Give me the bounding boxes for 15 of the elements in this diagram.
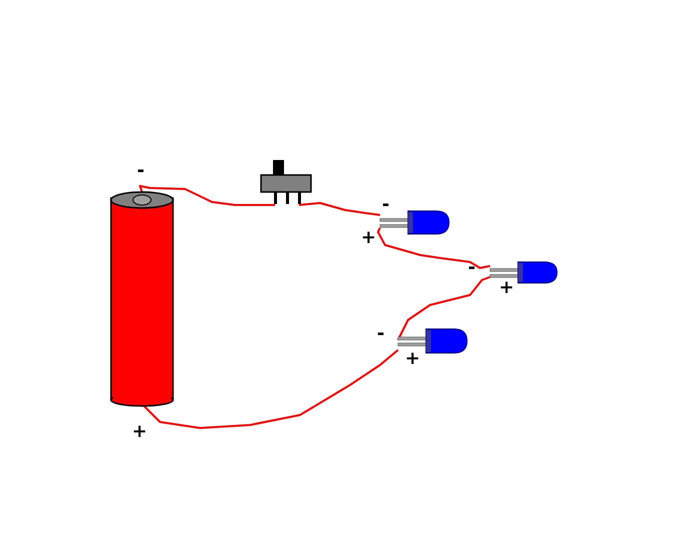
led-drawing — [378, 209, 450, 236]
polarity-sign: + — [361, 229, 376, 247]
polarity-sign: + — [499, 279, 514, 297]
wire — [298, 202, 380, 216]
polarity-sign: - — [137, 162, 144, 180]
polarity-sign: + — [132, 423, 148, 441]
wire — [143, 349, 399, 429]
polarity-sign: - — [382, 196, 390, 214]
wire — [139, 185, 275, 206]
polarity-sign: - — [377, 325, 384, 343]
polarity-sign: + — [405, 350, 420, 368]
wire — [377, 228, 490, 269]
switch-drawing — [260, 159, 312, 205]
polarity-sign: - — [468, 259, 476, 277]
battery-drawing — [110, 190, 174, 408]
